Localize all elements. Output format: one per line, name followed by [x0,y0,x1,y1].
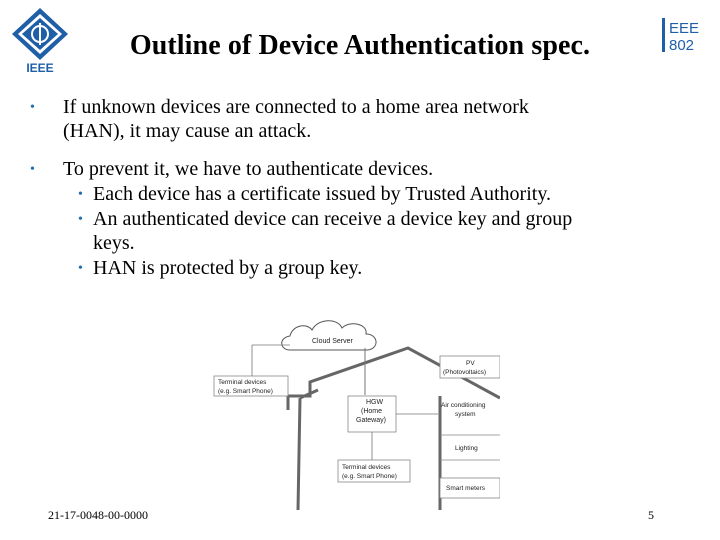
house-outline [296,397,302,510]
ieee-802-logo-icon: EEE 802 [662,18,699,54]
cloud-server-label: Cloud Server [312,338,354,345]
terminal-bottom-line1: Terminal devices [342,464,391,471]
ac-line1: Air conditioning [441,402,486,409]
bullet-dot: • [30,100,35,115]
wg-logo-line2: 802 [669,37,694,54]
smart-meters-box [439,477,500,499]
lighting-label: Lighting [455,445,478,452]
terminal-bottom-box [337,459,411,483]
wg-logo-line1: EEE [669,20,699,37]
ieee-logo-icon: IEEE [12,8,68,75]
sub-bullet-3: HAN is protected by a group key. [93,257,363,279]
ieee-logo-text: IEEE [26,61,53,75]
page-number: 5 [648,508,654,522]
sub-bullet-dot: • [78,261,83,276]
sub-bullet-2-line1: An authenticated device can receive a de… [93,208,573,230]
sub-bullet-2-line2: keys. [93,232,135,254]
hgw-line1: HGW [366,399,384,406]
house-outline [286,346,500,410]
terminal-bottom-line2: (e.g. Smart Phone) [342,473,397,480]
bullet-2: To prevent it, we have to authenticate d… [63,158,434,180]
bullet-1-line1: If unknown devices are connected to a ho… [63,96,529,118]
sub-bullet-dot: • [78,212,83,227]
sub-bullet-dot: • [78,187,83,202]
bullet-dot: • [30,162,35,177]
smart-meters-label: Smart meters [446,485,486,492]
ac-line2: system [455,411,476,418]
hgw-line2: (Home [361,408,382,415]
house-outline [299,388,319,400]
pv-line2: (Photovoltaics) [443,369,486,376]
terminal-top-box [213,375,289,397]
pv-line1: PV [466,360,475,367]
bullet-1-line2: (HAN), it may cause an attack. [63,120,312,142]
cloud-shape [281,320,377,351]
hgw-line3: Gateway) [356,417,386,424]
terminal-top-line1: Terminal devices [218,379,267,386]
home-network-diagram: Cloud Server Terminal devices (e.g. Smar… [213,320,500,510]
sub-bullet-1: Each device has a certificate issued by … [93,183,552,205]
document-id: 21-17-0048-00-0000 [48,508,148,522]
terminal-top-line2: (e.g. Smart Phone) [218,388,273,395]
pv-box [439,355,500,379]
hgw-box [347,395,397,433]
slide-title: Outline of Device Authentication spec. [129,30,591,61]
